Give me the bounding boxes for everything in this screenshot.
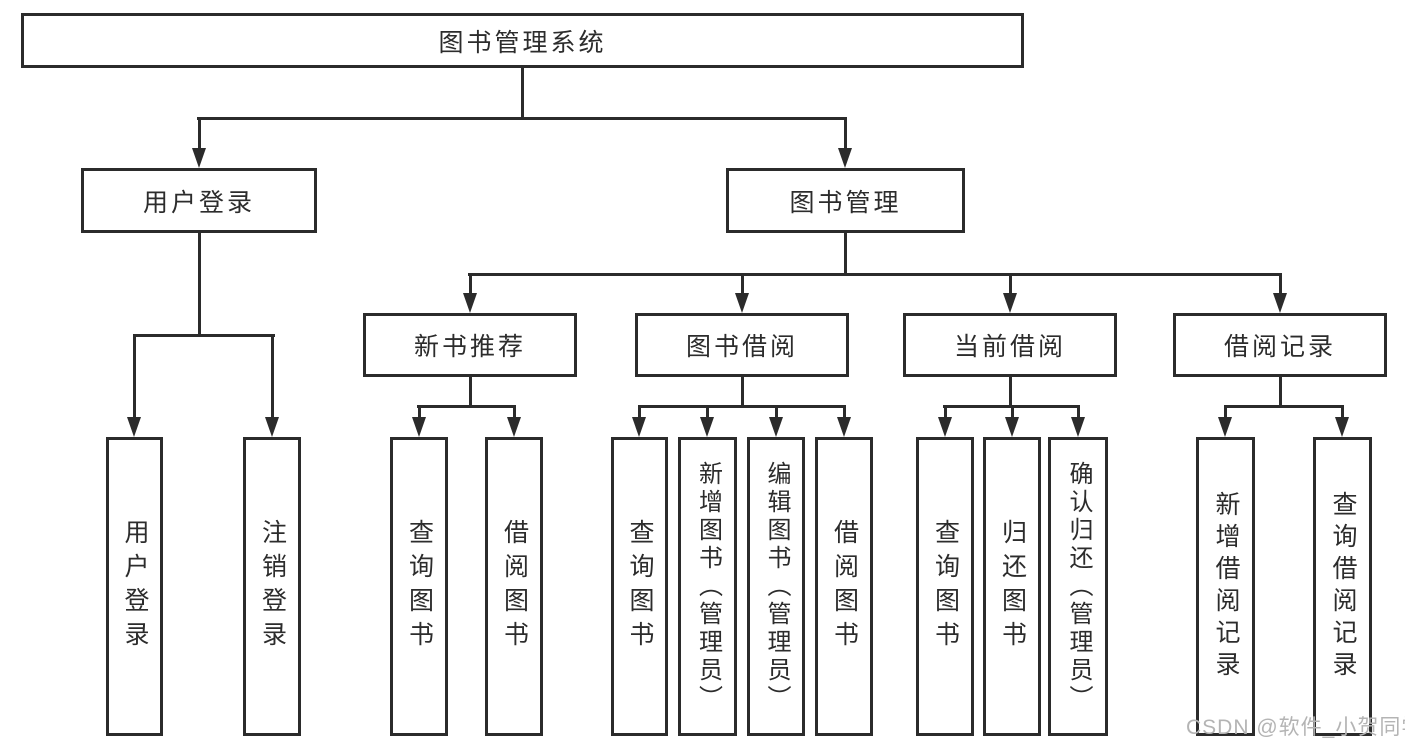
leaf-logout: 注销登录 — [243, 437, 301, 736]
leaf-cb-return-book: 归还图书 — [983, 437, 1041, 736]
connector-line — [844, 233, 847, 273]
leaf-cb-confirm-return: 确认归还（管理员） — [1048, 437, 1108, 736]
leaf-user-login-label: 用户登录 — [121, 518, 149, 655]
leaf-br-add-record: 新增借阅记录 — [1196, 437, 1255, 736]
connector-arrowhead — [735, 293, 749, 313]
connector-line — [1009, 273, 1012, 293]
connector-line — [638, 405, 846, 408]
node-new-book-rec-label: 新书推荐 — [413, 333, 526, 361]
leaf-bb-borrow-book: 借阅图书 — [815, 437, 873, 736]
connector-line — [198, 233, 201, 334]
connector-line — [1224, 405, 1344, 408]
connector-line — [1009, 377, 1012, 405]
connector-arrowhead — [1003, 293, 1017, 313]
connector-arrowhead — [938, 417, 952, 437]
connector-line — [417, 405, 516, 408]
node-borrow-record-label: 借阅记录 — [1223, 333, 1336, 361]
connector-line — [469, 377, 472, 405]
connector-arrowhead — [265, 417, 279, 437]
connector-line — [706, 405, 709, 418]
leaf-cb-query-book: 查询图书 — [916, 437, 974, 736]
node-book-mgmt: 图书管理 — [726, 168, 965, 233]
connector-line — [844, 117, 847, 150]
leaf-br-query-record-label: 查询借阅记录 — [1329, 490, 1357, 683]
leaf-br-query-record: 查询借阅记录 — [1313, 437, 1372, 736]
connector-arrowhead — [632, 417, 646, 437]
leaf-cb-query-book-label: 查询图书 — [931, 518, 960, 655]
leaf-cb-return-book-label: 归还图书 — [998, 518, 1027, 655]
leaf-bb-query-book: 查询图书 — [611, 437, 668, 736]
leaf-logout-label: 注销登录 — [258, 518, 287, 655]
leaf-user-login: 用户登录 — [106, 437, 163, 736]
node-current-borrow-label: 当前借阅 — [953, 333, 1066, 361]
leaf-nbr-query-book: 查询图书 — [390, 437, 448, 736]
connector-line — [1224, 405, 1227, 418]
connector-arrowhead — [1218, 417, 1232, 437]
node-root: 图书管理系统 — [21, 13, 1024, 68]
node-user-login: 用户登录 — [81, 168, 317, 233]
connector-arrowhead — [700, 417, 714, 437]
connector-arrowhead — [769, 417, 783, 437]
leaf-nbr-query-book-label: 查询图书 — [405, 518, 434, 655]
connector-arrowhead — [412, 417, 426, 437]
connector-arrowhead — [1273, 293, 1287, 313]
connector-line — [418, 405, 421, 418]
leaf-bb-add-book: 新增图书（管理员） — [678, 437, 737, 736]
node-new-book-rec: 新书推荐 — [363, 313, 577, 377]
connector-line — [133, 334, 275, 337]
leaf-nbr-borrow-book-label: 借阅图书 — [500, 518, 529, 655]
connector-line — [513, 405, 516, 418]
connector-line — [638, 405, 641, 418]
connector-arrowhead — [837, 417, 851, 437]
connector-arrowhead — [127, 417, 141, 437]
connector-line — [741, 377, 744, 405]
node-borrow-record: 借阅记录 — [1173, 313, 1387, 377]
node-book-mgmt-label: 图书管理 — [789, 188, 902, 217]
connector-arrowhead — [463, 293, 477, 313]
connector-arrowhead — [1071, 417, 1085, 437]
connector-line — [271, 334, 274, 418]
connector-line — [133, 334, 136, 418]
leaf-cb-confirm-return-label: 确认归还（管理员） — [1065, 460, 1092, 713]
connector-line — [1341, 405, 1344, 418]
connector-arrowhead — [192, 148, 206, 168]
leaf-nbr-borrow-book: 借阅图书 — [485, 437, 543, 736]
connector-arrowhead — [838, 148, 852, 168]
connector-line — [468, 273, 1282, 276]
connector-arrowhead — [1335, 417, 1349, 437]
connector-line — [1011, 405, 1014, 418]
connector-line — [1279, 273, 1282, 293]
connector-line — [1279, 377, 1282, 405]
leaf-br-add-record-label: 新增借阅记录 — [1212, 490, 1240, 683]
connector-line — [198, 117, 201, 150]
connector-line — [1077, 405, 1080, 418]
connector-line — [197, 117, 847, 120]
connector-line — [521, 68, 524, 117]
connector-line — [741, 273, 744, 293]
connector-arrowhead — [1005, 417, 1019, 437]
leaf-bb-edit-book: 编辑图书（管理员） — [747, 437, 805, 736]
connector-line — [469, 273, 472, 293]
node-book-borrow: 图书借阅 — [635, 313, 849, 377]
leaf-bb-add-book-label: 新增图书（管理员） — [694, 460, 722, 713]
leaf-bb-query-book-label: 查询图书 — [626, 518, 654, 655]
connector-line — [843, 405, 846, 418]
node-book-borrow-label: 图书借阅 — [685, 333, 798, 361]
watermark: CSDN @软件_小贺同学 — [1186, 716, 1405, 739]
leaf-bb-borrow-book-label: 借阅图书 — [830, 518, 859, 655]
node-user-login-label: 用户登录 — [142, 188, 255, 217]
node-current-borrow: 当前借阅 — [903, 313, 1117, 377]
connector-arrowhead — [507, 417, 521, 437]
connector-line — [775, 405, 778, 418]
node-root-label: 图书管理系统 — [438, 28, 607, 57]
connector-line — [944, 405, 947, 418]
leaf-bb-edit-book-label: 编辑图书（管理员） — [763, 460, 790, 713]
